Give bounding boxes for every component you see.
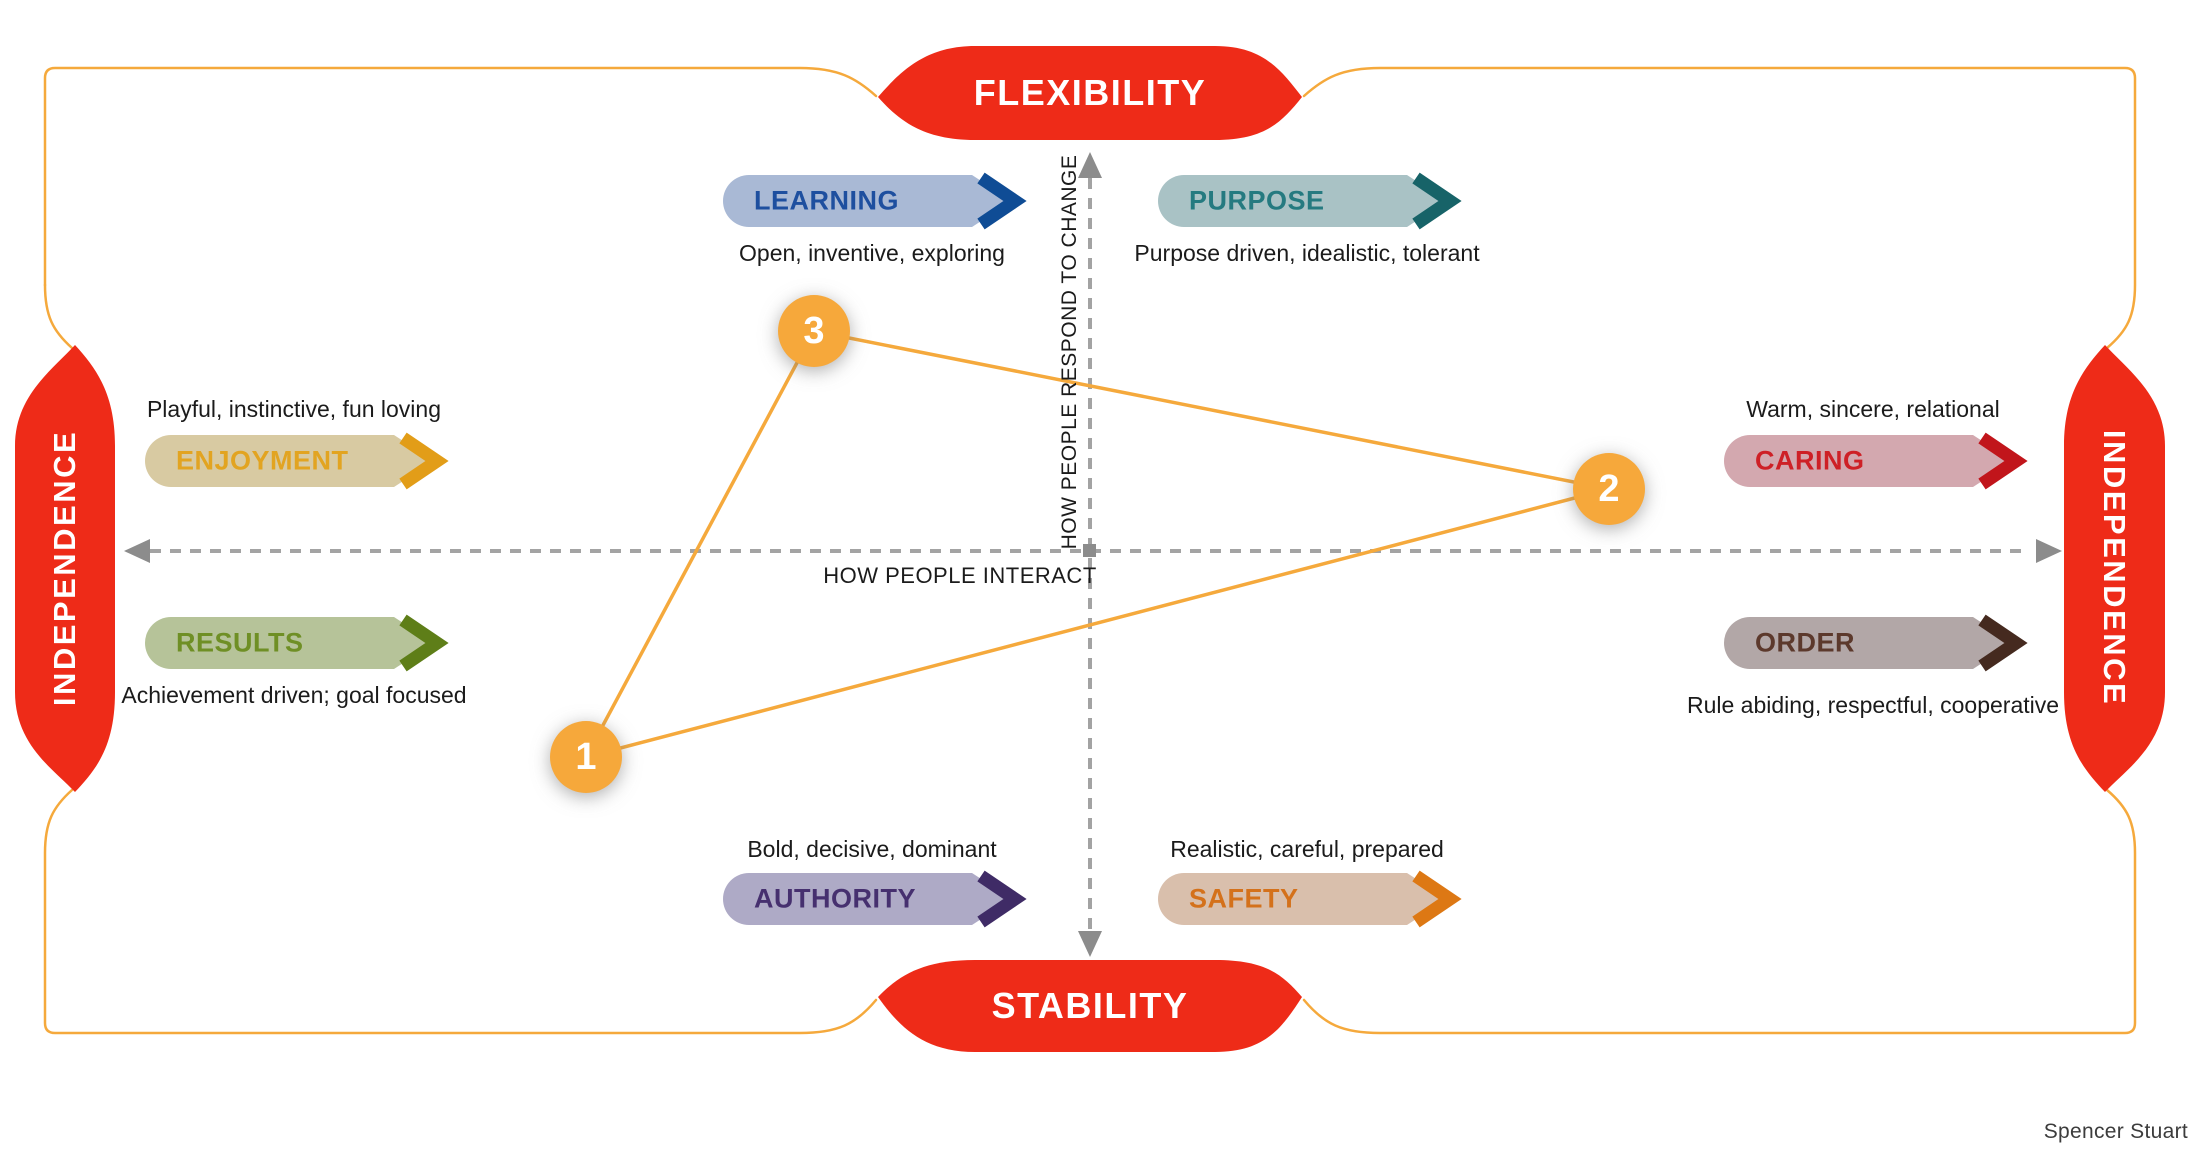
safety-description: Realistic, careful, prepared bbox=[1170, 836, 1444, 862]
independence-right-banner-shape bbox=[2064, 345, 2165, 792]
purpose-description: Purpose driven, idealistic, tolerant bbox=[1134, 240, 1480, 266]
flexibility-banner-shape bbox=[878, 46, 1302, 140]
authority-description: Bold, decisive, dominant bbox=[747, 836, 997, 862]
caring-description: Warm, sincere, relational bbox=[1746, 396, 2000, 422]
pill-label: PURPOSE bbox=[1189, 185, 1325, 216]
arrow-left-icon bbox=[124, 539, 150, 563]
results-description: Achievement driven; goal focused bbox=[121, 682, 467, 708]
pill-body bbox=[1158, 175, 1447, 227]
axes bbox=[124, 152, 2062, 957]
pill-label: LEARNING bbox=[754, 185, 899, 216]
results-pill: RESULTS bbox=[144, 614, 474, 672]
order-pill: ORDER bbox=[1723, 614, 2053, 672]
enjoyment-description: Playful, instinctive, fun loving bbox=[146, 396, 442, 422]
horizontal-axis-label: HOW PEOPLE INTERACT bbox=[823, 563, 1097, 588]
stability-banner-shape bbox=[878, 960, 1302, 1052]
marker-2: 2 bbox=[1573, 453, 1645, 525]
pill-body bbox=[1724, 435, 2013, 487]
marker-1: 1 bbox=[550, 721, 622, 793]
pill-label: ENJOYMENT bbox=[176, 445, 349, 476]
arrow-down-icon bbox=[1078, 931, 1102, 957]
pill-label: ORDER bbox=[1755, 627, 1856, 658]
independence-left-banner-label: INDEPENDENCE bbox=[47, 429, 82, 707]
learning-description: Open, inventive, exploring bbox=[739, 240, 1005, 266]
pill-label: SAFETY bbox=[1189, 883, 1299, 914]
banner-shapes bbox=[15, 46, 2165, 1052]
independence-left-banner-shape bbox=[15, 345, 115, 792]
arrow-right-icon bbox=[2036, 539, 2062, 563]
connection-1-2 bbox=[585, 487, 1610, 759]
enjoyment-pill: ENJOYMENT bbox=[144, 432, 474, 490]
pill-body bbox=[1158, 873, 1447, 925]
pill-label: CARING bbox=[1755, 445, 1865, 476]
order-description: Rule abiding, respectful, cooperative bbox=[1686, 692, 2060, 718]
brand-wordmark: Spencer Stuart bbox=[2043, 1120, 2188, 1143]
pill-label: AUTHORITY bbox=[754, 883, 916, 914]
pill-body bbox=[145, 435, 434, 487]
axis-center-dot bbox=[1083, 544, 1096, 557]
chevron-right-icon bbox=[977, 172, 1027, 230]
arrow-up-icon bbox=[1078, 152, 1102, 178]
flexibility-banner-label: FLEXIBILITY bbox=[973, 72, 1207, 113]
frame-border bbox=[43, 66, 2137, 1035]
chevron-right-icon bbox=[1412, 172, 1462, 230]
stability-banner-label: STABILITY bbox=[991, 985, 1189, 1026]
chevron-right-icon bbox=[399, 432, 449, 490]
pill-body bbox=[145, 617, 434, 669]
purpose-pill: PURPOSE bbox=[1157, 172, 1487, 230]
authority-pill: AUTHORITY bbox=[722, 870, 1052, 928]
connection-3-2 bbox=[813, 329, 1610, 491]
vertical-axis-label: HOW PEOPLE RESPOND TO CHANGE bbox=[1058, 154, 1081, 550]
connection-1-3 bbox=[584, 330, 816, 758]
independence-right-banner-label: INDEPENDENCE bbox=[2097, 429, 2132, 707]
marker-3: 3 bbox=[778, 295, 850, 367]
pill-body bbox=[723, 873, 1012, 925]
chevron-right-icon bbox=[1978, 432, 2028, 490]
caring-pill: CARING bbox=[1723, 432, 2053, 490]
chevron-right-icon bbox=[399, 614, 449, 672]
safety-pill: SAFETY bbox=[1157, 870, 1487, 928]
learning-pill: LEARNING bbox=[722, 172, 1052, 230]
pill-label: RESULTS bbox=[176, 627, 304, 658]
chevron-right-icon bbox=[977, 870, 1027, 928]
chevron-right-icon bbox=[1412, 870, 1462, 928]
chevron-right-icon bbox=[1978, 614, 2028, 672]
marker-connections bbox=[584, 329, 1610, 759]
pill-body bbox=[723, 175, 1012, 227]
pill-body bbox=[1724, 617, 2013, 669]
